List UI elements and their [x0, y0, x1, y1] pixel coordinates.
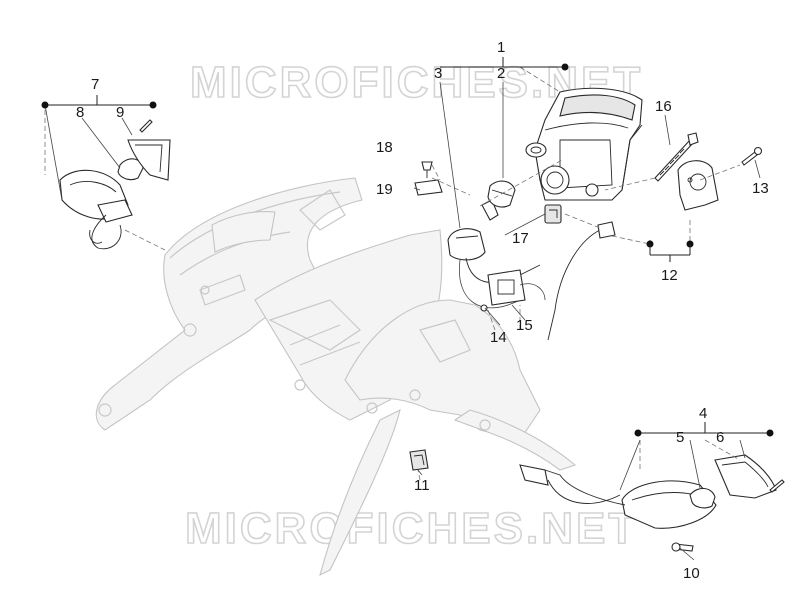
- leader-lines: [44, 81, 761, 561]
- left-screw-9: [139, 119, 153, 133]
- callout-4: 4: [699, 405, 707, 422]
- watermark-bottom: MICROFICHES.NET: [185, 504, 638, 553]
- screw-10: [671, 542, 694, 552]
- alignment-lines: [44, 66, 741, 481]
- left-indicator-assembly: [59, 169, 133, 250]
- left-bulb-8: [117, 158, 144, 181]
- clip-11: [409, 449, 429, 471]
- callout-16: 16: [655, 98, 672, 115]
- callout-6: 6: [716, 429, 724, 446]
- connector-4: [519, 464, 549, 486]
- callout-18: 18: [376, 139, 393, 156]
- bracket-group-4: [634, 422, 774, 437]
- bracket-group-1: [440, 57, 569, 71]
- callout-labels: 1 2 3 4 5 6 7 8 9 10 11 12 13 14 15 16 1…: [76, 39, 769, 582]
- callout-10: 10: [683, 565, 700, 582]
- right-bulb-5: [689, 487, 716, 509]
- callout-2: 2: [497, 65, 505, 82]
- callout-19: 19: [376, 181, 393, 198]
- callout-3: 3: [434, 65, 442, 82]
- callout-9: 9: [116, 104, 124, 121]
- screw-13: [741, 146, 763, 166]
- screw-16: [654, 132, 699, 182]
- bracket-wire-12: [547, 221, 616, 341]
- callout-14: 14: [490, 329, 507, 346]
- callout-8: 8: [76, 104, 84, 121]
- callout-5: 5: [676, 429, 684, 446]
- right-screw-6: [769, 479, 785, 493]
- clip-nut-19: [414, 179, 443, 196]
- plate-lamp: [480, 269, 546, 312]
- rear-fender-ghost: [95, 177, 577, 577]
- callout-17: 17: [512, 230, 529, 247]
- callout-15: 15: [516, 317, 533, 334]
- reflector-housing: [677, 160, 719, 211]
- tail-light-assembly: [525, 87, 643, 201]
- left-lens-9: [127, 139, 171, 181]
- callout-7: 7: [91, 76, 99, 93]
- callout-1: 1: [497, 39, 505, 56]
- callout-13: 13: [752, 180, 769, 197]
- bracket-group-7: [41, 95, 157, 109]
- bracket-group-12: [646, 240, 694, 262]
- bolt-18: [421, 161, 433, 178]
- right-lens-6: [714, 454, 777, 499]
- clip-17: [544, 204, 562, 224]
- callout-12: 12: [661, 267, 678, 284]
- callout-11: 11: [414, 477, 430, 494]
